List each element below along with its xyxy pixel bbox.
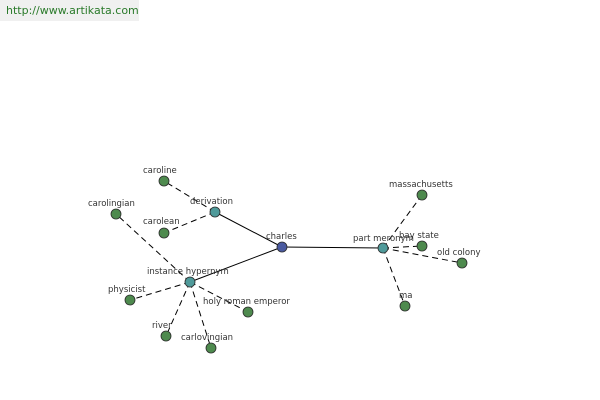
node-label-caroline[interactable]: caroline <box>143 166 177 176</box>
node-label-part-meronym[interactable]: part meronym <box>353 234 414 244</box>
node-derivation[interactable] <box>209 206 221 218</box>
edge-charles-to-derivation <box>214 211 283 248</box>
edge-part-meronym-to-massachusetts <box>382 194 423 249</box>
node-holy-roman-emperor[interactable] <box>242 306 254 318</box>
node-part-meronym[interactable] <box>377 242 389 254</box>
node-massachusetts[interactable] <box>416 189 428 201</box>
graph-nodes: charles derivation instance hypernym part m… <box>88 166 481 354</box>
node-ma[interactable] <box>399 300 411 312</box>
edge-charles-to-part-meronym <box>281 246 384 249</box>
node-label-instance-hypernym[interactable]: instance hypernym <box>147 267 229 277</box>
node-label-old-colony[interactable]: old colony <box>437 248 481 258</box>
edge-part-meronym-to-ma <box>382 247 406 307</box>
node-label-charles[interactable]: charles <box>266 232 297 242</box>
edge-instance-hypernym-to-carolingian <box>115 213 191 283</box>
node-carolingian[interactable] <box>110 208 122 220</box>
node-label-carolingian[interactable]: carolingian <box>88 199 135 209</box>
node-physicist[interactable] <box>124 294 136 306</box>
node-instance-hypernym[interactable] <box>184 276 196 288</box>
edge-instance-hypernym-to-holy-roman-emperor <box>189 281 249 313</box>
node-old-colony[interactable] <box>456 257 468 269</box>
node-label-carlovingian[interactable]: carlovingian <box>181 333 233 343</box>
node-label-bay-state[interactable]: bay state <box>399 231 439 241</box>
node-label-holy-roman-emperor[interactable]: holy roman emperor <box>203 297 290 307</box>
node-bay-state[interactable] <box>416 240 428 252</box>
source-url-banner[interactable]: http://www.artikata.com <box>0 0 139 21</box>
edge-part-meronym-to-bay-state <box>382 245 423 249</box>
edge-instance-hypernym-to-physicist <box>129 281 191 301</box>
node-carolean[interactable] <box>158 227 170 239</box>
graph-edges <box>115 180 463 349</box>
node-label-ma[interactable]: ma <box>399 291 413 301</box>
edge-charles-to-instance-hypernym <box>189 246 283 283</box>
node-label-derivation[interactable]: derivation <box>190 197 233 207</box>
edge-part-meronym-to-old-colony <box>382 247 463 264</box>
node-charles[interactable] <box>276 241 288 253</box>
node-carlovingian[interactable] <box>205 342 217 354</box>
node-river[interactable] <box>160 330 172 342</box>
edge-derivation-to-carolean <box>163 211 216 234</box>
node-label-physicist[interactable]: physicist <box>108 285 146 295</box>
node-label-carolean[interactable]: carolean <box>143 217 180 227</box>
node-caroline[interactable] <box>158 175 170 187</box>
edge-instance-hypernym-to-carlovingian <box>189 281 212 349</box>
node-label-massachusetts[interactable]: massachusetts <box>389 180 453 190</box>
node-label-river[interactable]: river <box>152 321 172 331</box>
